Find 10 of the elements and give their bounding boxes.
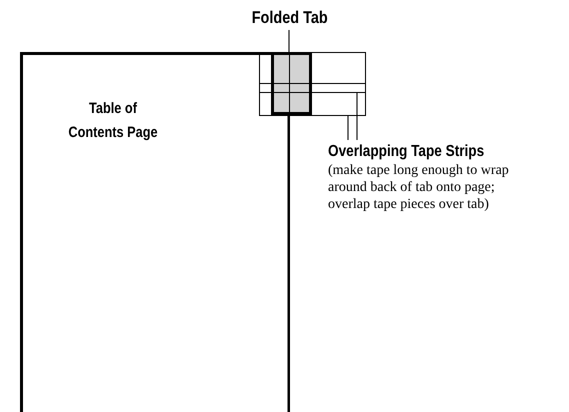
- leader-line: [288, 30, 290, 52]
- callout-label: Folded Tab: [252, 7, 328, 29]
- folded-tab: [271, 52, 312, 115]
- leader-line: [356, 92, 358, 140]
- page-title: Table of Contents Page: [67, 99, 159, 143]
- tape-strip: [259, 52, 366, 93]
- callout-note: (make tape long enough to wrap around back of tab onto page; overlap tape pieces over tab): [328, 162, 510, 213]
- callout-heading: Overlapping Tape Strips: [328, 142, 486, 162]
- tape-strip: [259, 83, 366, 116]
- page-outline: [20, 52, 290, 412]
